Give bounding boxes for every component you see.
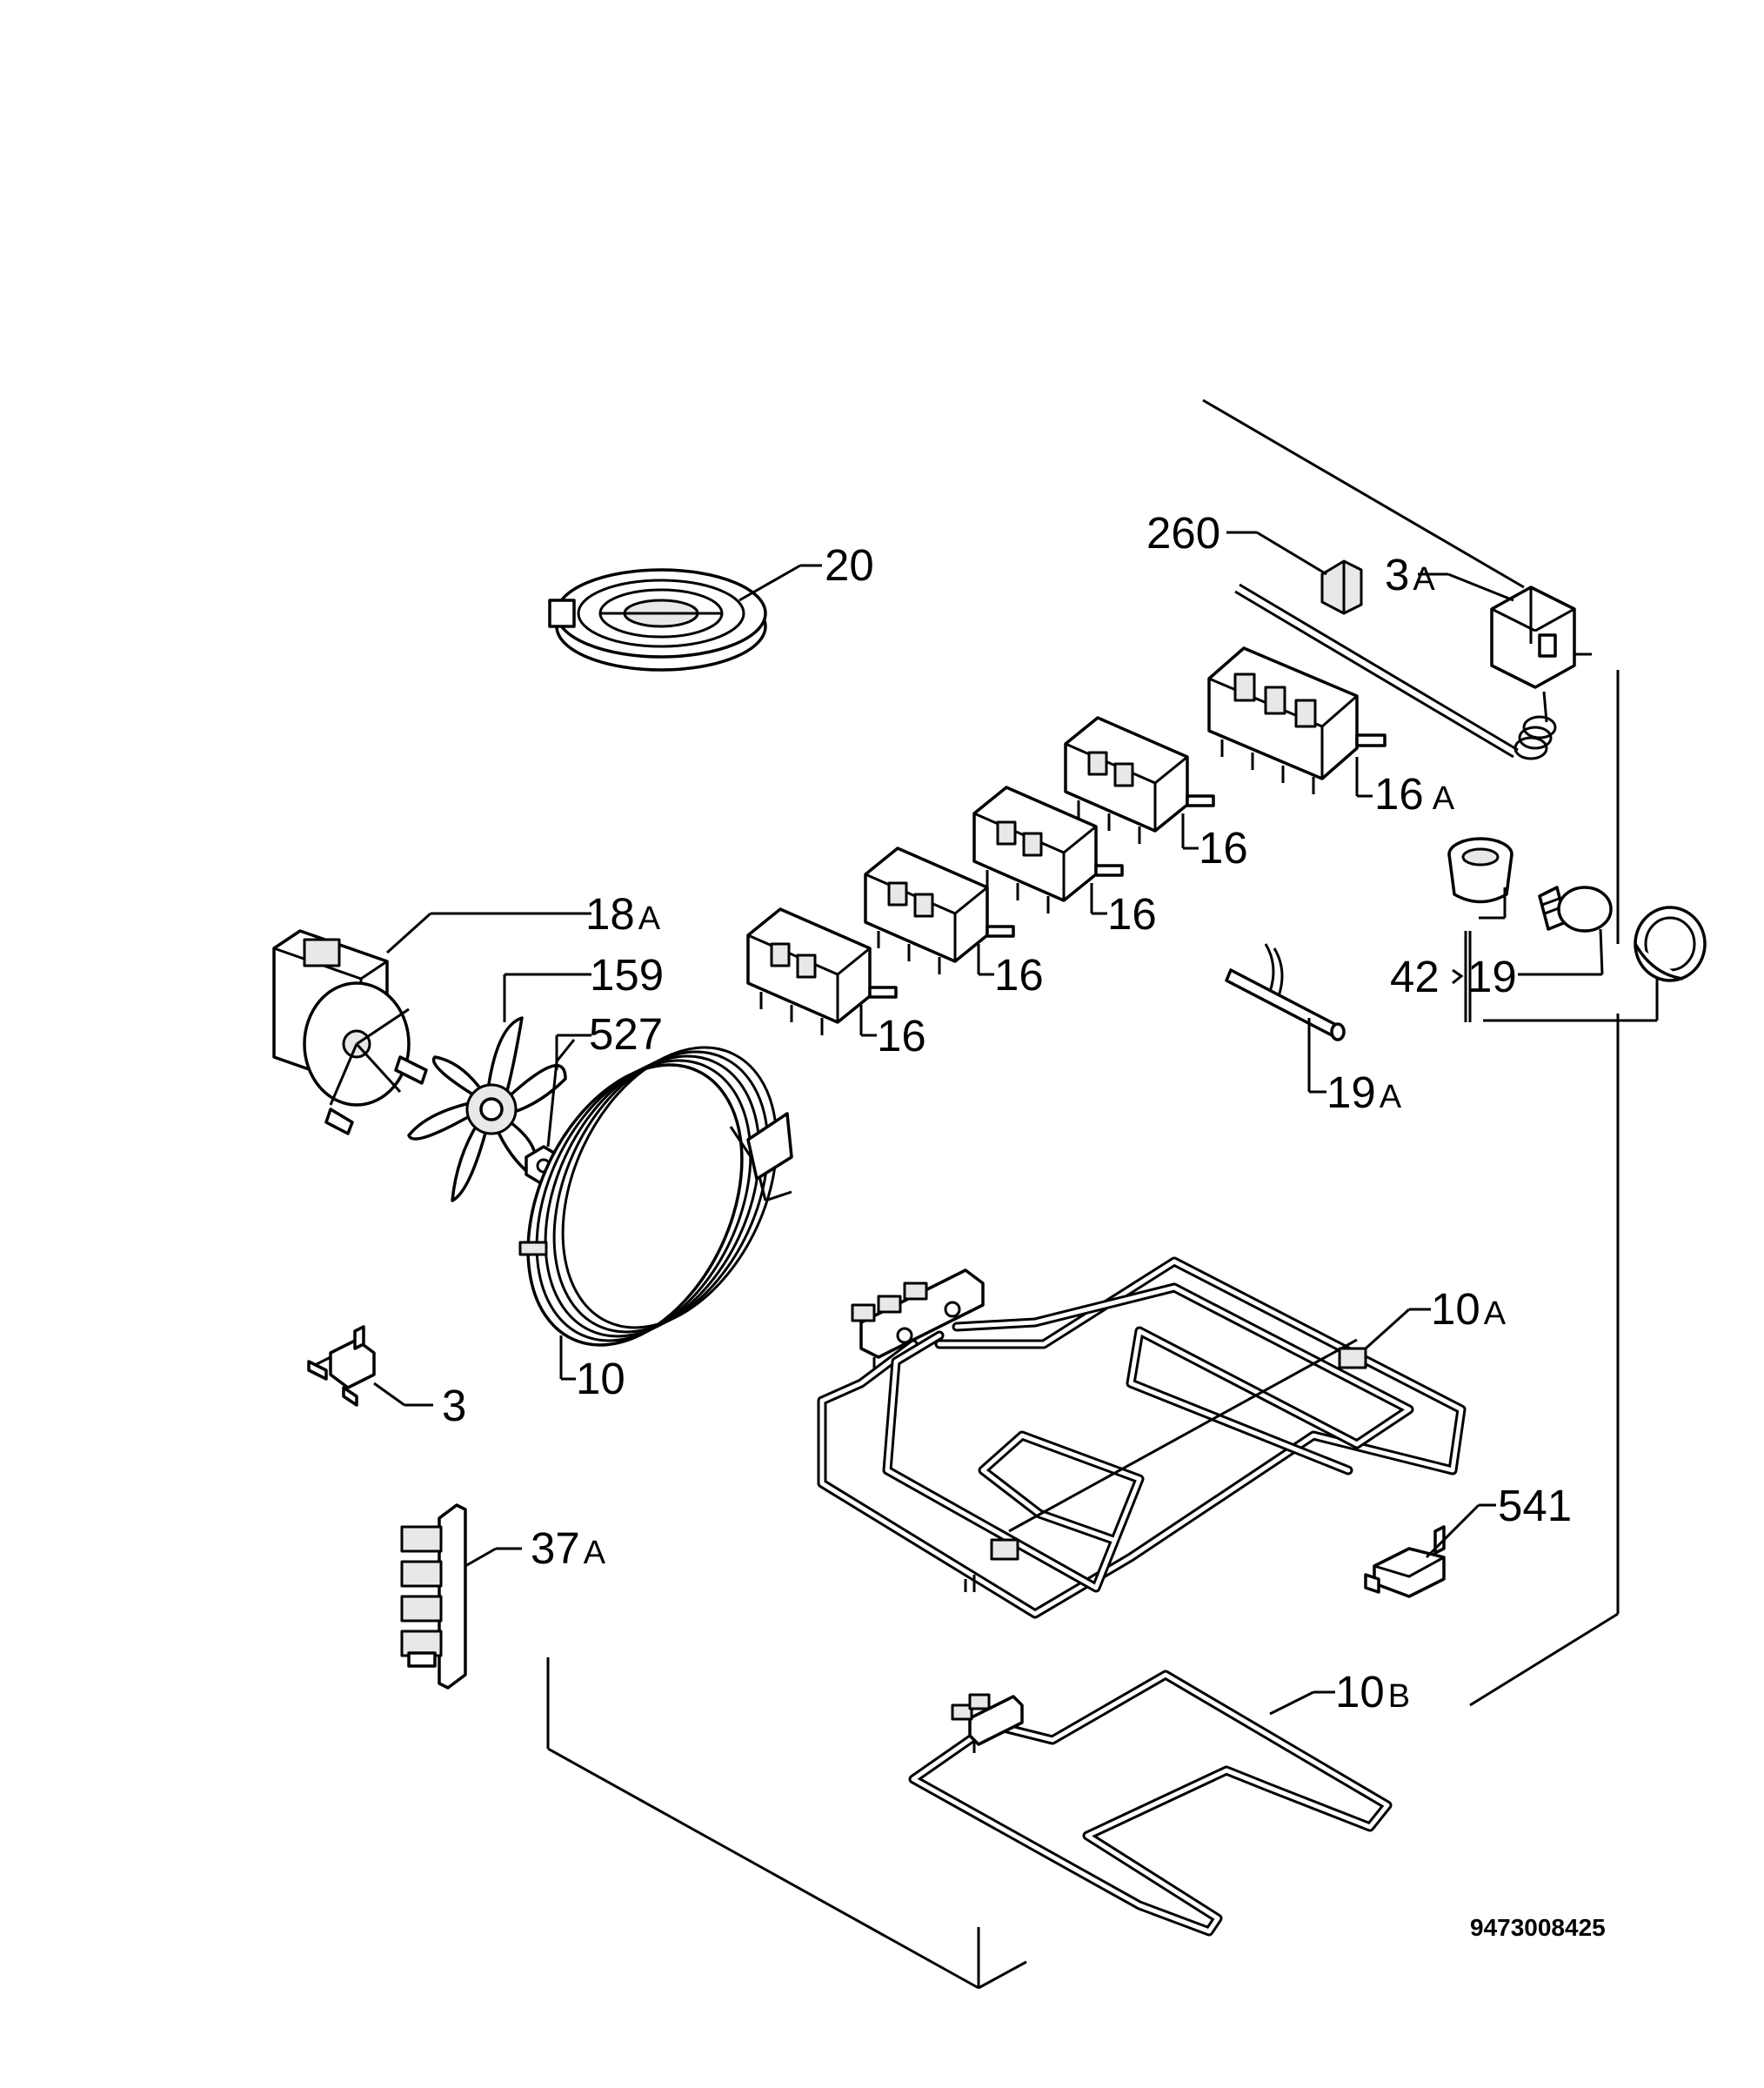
switch-part-16-top	[1064, 716, 1215, 850]
switch-part-16-fourth	[746, 907, 898, 1037]
label-16-3: 16	[994, 950, 1044, 1000]
switch-part-16-third	[864, 847, 1015, 976]
fan-motor-part-18a	[272, 912, 591, 1135]
circular-element-part-10	[518, 1046, 793, 1381]
lamp-cover-part	[1483, 906, 1707, 1022]
label-16-4: 16	[877, 1011, 926, 1061]
thermostat-part-3a	[1234, 572, 1592, 760]
thermal-cutout-part-3	[307, 1325, 433, 1407]
bracket-42-19	[1452, 931, 1472, 1022]
label-541: 541	[1498, 1481, 1572, 1530]
label-16-2: 16	[1107, 889, 1157, 939]
terminal-block-part-37a	[400, 1503, 522, 1690]
label-10: 10	[576, 1354, 625, 1403]
label-42: 42	[1390, 952, 1440, 1001]
switch-part-16-second	[972, 786, 1124, 915]
lamp-holder-part-42	[1447, 837, 1513, 920]
bottom-element-part-10b	[908, 1670, 1393, 1937]
label-527: 527	[589, 1009, 663, 1059]
grill-element-part-10a	[817, 1256, 1467, 1619]
label-20: 20	[825, 540, 874, 590]
clip-part-541	[1364, 1503, 1496, 1598]
label-16-1: 16	[1199, 823, 1248, 873]
selector-switch-part-16a	[1207, 646, 1386, 798]
assembly-outline	[546, 398, 1620, 1990]
label-19: 19	[1467, 952, 1517, 1001]
label-260: 260	[1146, 508, 1220, 558]
sensor-part-19a	[1225, 943, 1346, 1094]
label-3: 3	[442, 1381, 466, 1430]
lamp-bulb-part-19	[1518, 886, 1613, 976]
hotplate-part-20	[548, 564, 822, 672]
clip-part-260	[1226, 531, 1363, 615]
drawing-code: 9473008425	[1470, 1914, 1606, 1941]
label-159: 159	[590, 950, 664, 1000]
